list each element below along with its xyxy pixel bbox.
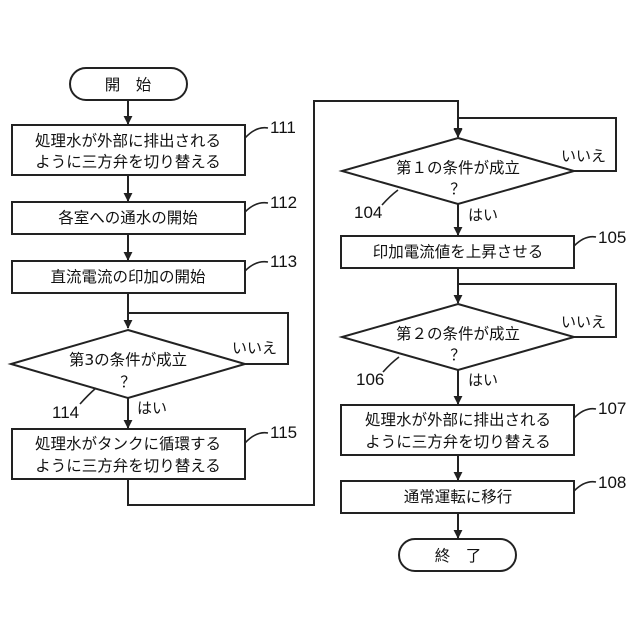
ref-112-leader — [245, 203, 268, 212]
ref-107-leader — [574, 409, 596, 418]
decision-114-yes-label: はい — [137, 399, 167, 417]
step-115-line2: ように三方弁を切り替える — [35, 457, 221, 475]
ref-107: 107 — [598, 399, 626, 418]
ref-111-leader — [245, 128, 268, 138]
decision-106-yes-label: はい — [468, 371, 498, 389]
ref-106-leader — [383, 357, 399, 372]
ref-108-leader — [574, 482, 596, 491]
ref-114: 114 — [52, 403, 79, 422]
decision-106-line2: ？ — [450, 346, 466, 364]
ref-104: 104 — [354, 203, 382, 222]
start-terminal: 開 始 — [70, 68, 187, 100]
end-label: 終 了 — [435, 547, 482, 565]
ref-104-leader — [382, 190, 398, 205]
ref-106: 106 — [356, 370, 384, 389]
step-105-box: 印加電流値を上昇させる — [341, 236, 574, 268]
step-111-line1: 処理水が外部に排出される — [35, 132, 221, 150]
decision-114-no-label: いいえ — [232, 339, 277, 357]
step-107-box: 処理水が外部に排出される ように三方弁を切り替える — [341, 405, 574, 455]
step-111-box: 処理水が外部に排出される ように三方弁を切り替える — [12, 125, 245, 175]
step-115-line1: 処理水がタンクに循環する — [35, 435, 221, 453]
ref-115-leader — [245, 433, 268, 443]
decision-104-line2: ？ — [450, 180, 466, 198]
step-112-box: 各室への通水の開始 — [12, 202, 245, 234]
decision-104-no-label: いいえ — [561, 147, 606, 165]
decision-104-line1: 第１の条件が成立 — [396, 159, 520, 177]
step-112-text: 各室への通水の開始 — [58, 209, 198, 227]
ref-113: 113 — [270, 252, 297, 271]
ref-114-leader — [80, 388, 96, 404]
step-108-box: 通常運転に移行 — [341, 481, 574, 513]
decision-104: 第１の条件が成立 ？ — [342, 138, 574, 204]
ref-112: 112 — [270, 193, 297, 212]
ref-113-leader — [245, 262, 268, 271]
step-115-box: 処理水がタンクに循環する ように三方弁を切り替える — [12, 429, 245, 479]
step-111-line2: ように三方弁を切り替える — [35, 153, 221, 171]
ref-108: 108 — [598, 473, 626, 492]
decision-104-yes-label: はい — [468, 206, 498, 224]
decision-114-line2: ？ — [120, 373, 136, 391]
step-113-box: 直流電流の印加の開始 — [12, 261, 245, 293]
ref-105: 105 — [598, 228, 626, 247]
decision-114-line1: 第3の条件が成立 — [69, 351, 187, 369]
ref-111: 111 — [270, 118, 296, 137]
ref-115: 115 — [270, 423, 297, 442]
decision-114: 第3の条件が成立 ？ — [11, 330, 245, 398]
step-108-text: 通常運転に移行 — [404, 488, 513, 506]
start-label: 開 始 — [105, 76, 152, 94]
end-terminal: 終 了 — [399, 539, 516, 571]
ref-105-leader — [574, 237, 596, 246]
decision-106-no-label: いいえ — [561, 313, 606, 331]
step-105-text: 印加電流値を上昇させる — [373, 243, 544, 261]
step-107-line2: ように三方弁を切り替える — [365, 433, 551, 451]
step-113-text: 直流電流の印加の開始 — [50, 268, 206, 286]
step-107-line1: 処理水が外部に排出される — [365, 411, 551, 429]
decision-106: 第２の条件が成立 ？ — [342, 304, 574, 370]
decision-106-line1: 第２の条件が成立 — [396, 325, 520, 343]
